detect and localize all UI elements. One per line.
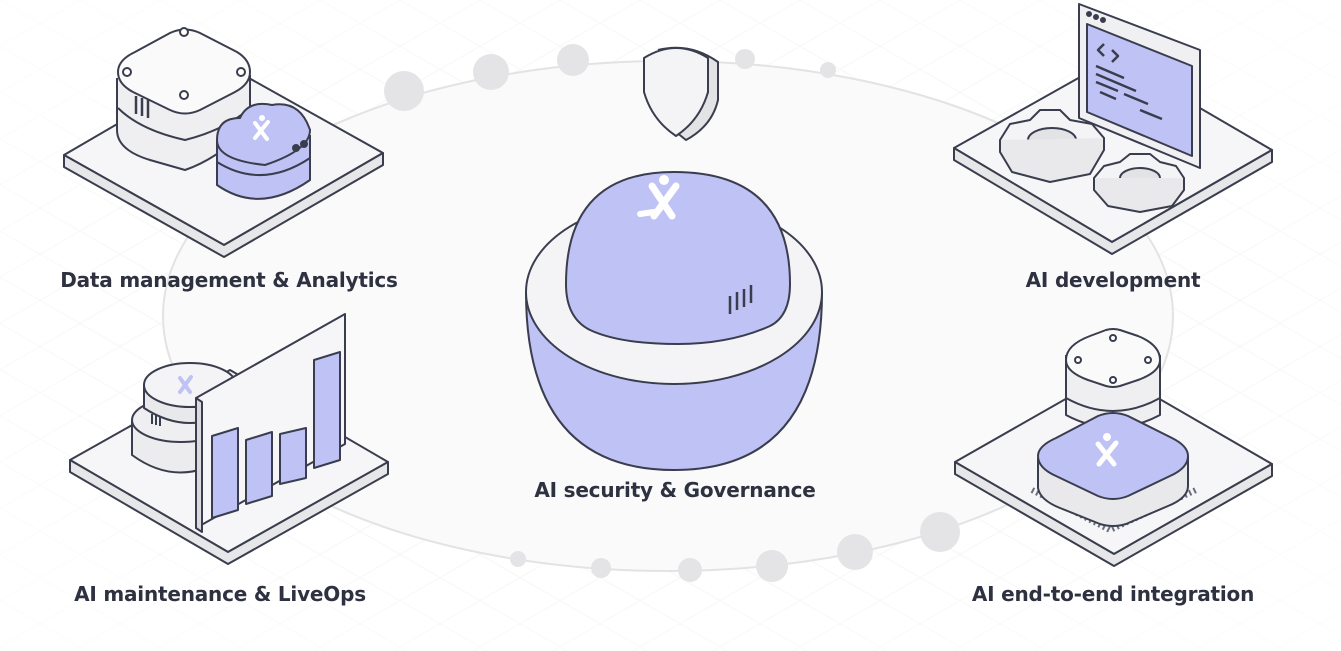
data-management-illustration bbox=[63, 27, 384, 258]
code-icon bbox=[1096, 43, 1120, 63]
ai-security-illustration bbox=[525, 46, 823, 471]
orbit-dots bbox=[384, 44, 960, 582]
gear-icon bbox=[1093, 153, 1185, 213]
label-data-management: Data management & Analytics bbox=[60, 268, 398, 292]
ai-maintenance-illustration bbox=[69, 313, 389, 565]
label-ai-development: AI development bbox=[1025, 268, 1201, 292]
ai-development-illustration bbox=[953, 3, 1273, 255]
shield-icon bbox=[643, 46, 719, 141]
bar-chart-icon bbox=[211, 351, 341, 519]
label-ai-security: AI security & Governance bbox=[534, 478, 816, 502]
label-ai-maintenance: AI maintenance & LiveOps bbox=[74, 582, 366, 606]
ai-integration-illustration bbox=[954, 328, 1273, 567]
gear-icon bbox=[999, 109, 1105, 183]
label-ai-integration: AI end-to-end integration bbox=[971, 582, 1255, 606]
